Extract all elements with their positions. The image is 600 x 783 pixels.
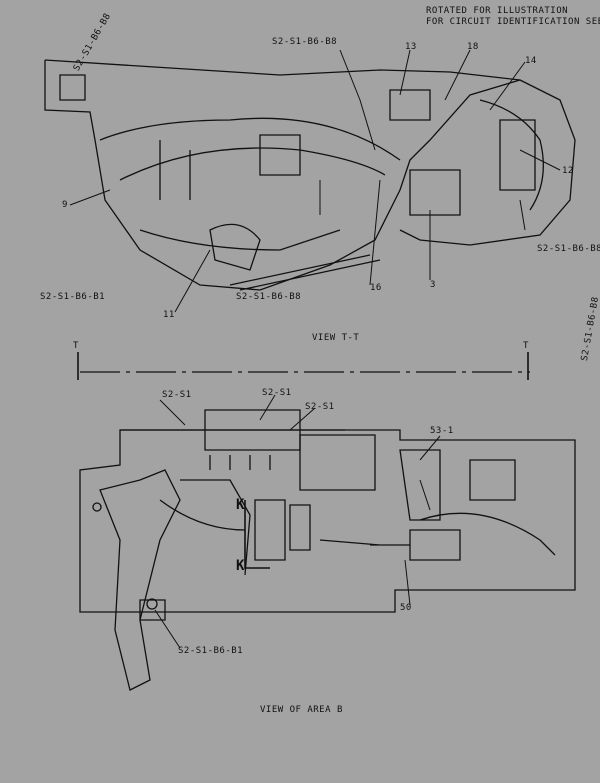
view-marker-k-lower: K: [236, 558, 245, 574]
upper-assembly: [44, 59, 576, 291]
callout-13: 13: [405, 42, 417, 52]
callout-11: 11: [163, 310, 175, 320]
callout-9: 9: [62, 200, 68, 210]
section-line-t-t: [77, 352, 530, 380]
view-title-upper: VIEW T-T: [312, 333, 360, 343]
ref-connector-1: S2-S1: [162, 390, 192, 400]
ref-right: S2-S1-B6-B8: [537, 244, 600, 254]
view-marker-k-upper: K: [236, 497, 245, 513]
section-marker-t-right: T: [523, 341, 529, 351]
leader-lines-lower: [154, 394, 441, 649]
section-marker-t-left: T: [73, 341, 79, 351]
lower-assembly: [79, 409, 576, 691]
ref-left: S2-S1-B6-B1: [40, 292, 106, 302]
ref-top: S2-S1-B6-B8: [272, 37, 338, 47]
callout-50: 50: [400, 603, 412, 613]
callout-12: 12: [562, 166, 574, 176]
ref-connector-2: S2-S1: [262, 388, 292, 398]
leader-lines-upper: [69, 49, 561, 313]
note-rotated: ROTATED FOR ILLUSTRATION: [426, 6, 569, 16]
callout-14: 14: [525, 56, 537, 66]
note-circuit-id: FOR CIRCUIT IDENTIFICATION SEE VIEW: [426, 17, 600, 27]
callout-3: 3: [430, 280, 436, 290]
ref-connector-3: S2-S1: [305, 402, 335, 412]
callout-53-1: 53-1: [430, 426, 454, 436]
callout-18: 18: [467, 42, 479, 52]
view-k-arrows: [244, 500, 270, 569]
callout-16: 16: [370, 283, 382, 293]
ref-mid: S2-S1-B6-B8: [236, 292, 302, 302]
view-title-lower: VIEW OF AREA B: [260, 705, 343, 715]
ref-bottom: S2-S1-B6-B1: [178, 646, 244, 656]
